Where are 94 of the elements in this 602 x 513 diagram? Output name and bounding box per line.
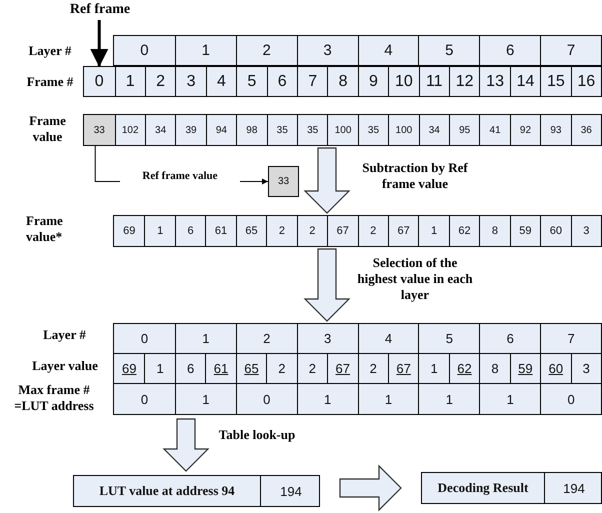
edge-label: Selection of the highest value in each layer bbox=[355, 255, 475, 303]
table-cell: 33 bbox=[84, 115, 114, 145]
table-cell: 1 bbox=[144, 216, 175, 246]
table-cell: 11 bbox=[418, 67, 449, 96]
table-row bbox=[113, 215, 602, 247]
table-cell-text: Decoding Result bbox=[436, 479, 530, 497]
row-label: Layer # bbox=[42, 327, 87, 343]
table-cell: 0 bbox=[540, 384, 601, 414]
table-cell: 14 bbox=[510, 67, 540, 96]
table-cell-text: LUT value at address 94 bbox=[98, 482, 236, 500]
result-box bbox=[73, 475, 320, 507]
table-cell: 1 bbox=[418, 216, 449, 246]
table-cell: 95 bbox=[448, 115, 480, 145]
block-arrow bbox=[304, 147, 350, 214]
table-cell: 194 bbox=[544, 473, 602, 503]
table-cell: 34 bbox=[418, 115, 449, 145]
table-cell: 194 bbox=[260, 476, 321, 506]
table-cell-text: 0 bbox=[139, 41, 150, 61]
row-label: Layer # bbox=[28, 43, 72, 59]
table-cell: 41 bbox=[479, 115, 510, 145]
table-cell: 7 bbox=[540, 36, 601, 65]
table-cell: 15 bbox=[540, 67, 571, 96]
table-cell: 34 bbox=[144, 115, 176, 145]
block-arrow bbox=[339, 464, 402, 512]
table-cell: 7 bbox=[296, 67, 328, 96]
table-cell: 6 bbox=[174, 216, 206, 246]
table-cell: 33 bbox=[268, 166, 299, 197]
table-cell: 4 bbox=[206, 67, 236, 96]
row-label: Frame value bbox=[28, 113, 67, 145]
table-cell: 10 bbox=[388, 67, 419, 96]
table-row bbox=[83, 114, 602, 146]
table-cell: 100 bbox=[388, 115, 419, 145]
table-cell: 62 bbox=[448, 216, 480, 246]
table-cell: 3 bbox=[175, 67, 206, 96]
table-cell-text: 0 bbox=[140, 390, 150, 408]
table-cell: 3 bbox=[296, 36, 358, 65]
table-cell: 2 bbox=[236, 36, 297, 65]
table-cell: 93 bbox=[540, 115, 571, 145]
row-label: Frame # bbox=[26, 74, 74, 90]
table-cell: 35 bbox=[266, 115, 297, 145]
table-cell: 2 bbox=[296, 216, 328, 246]
table-row bbox=[113, 353, 602, 384]
caption-text: Ref frame bbox=[55, 2, 145, 20]
row-label: Max frame # =LUT address bbox=[13, 382, 95, 414]
table-cell-text: 69 bbox=[120, 360, 138, 378]
table-row bbox=[113, 383, 602, 415]
table-cell: 2 bbox=[358, 216, 388, 246]
table-cell: 39 bbox=[175, 115, 206, 145]
table-cell: 8 bbox=[327, 67, 358, 96]
table-cell: 2 bbox=[144, 67, 176, 96]
table-cell-text: 69 bbox=[122, 224, 136, 239]
table-cell: 61 bbox=[205, 216, 236, 246]
table-cell: 2 bbox=[266, 216, 297, 246]
table-cell: 59 bbox=[510, 216, 540, 246]
table-cell: 0 bbox=[236, 384, 297, 414]
edge-label: Ref frame value bbox=[120, 168, 240, 184]
table-cell-text: 0 bbox=[140, 330, 150, 348]
table-cell: 67 bbox=[327, 216, 358, 246]
table-cell: 6 bbox=[266, 67, 297, 96]
table-cell: 12 bbox=[448, 67, 480, 96]
table-cell: 4 bbox=[358, 36, 418, 65]
block-arrow bbox=[162, 418, 210, 472]
table-cell: 36 bbox=[570, 115, 601, 145]
table-cell: 13 bbox=[479, 67, 510, 96]
table-cell: 98 bbox=[236, 115, 267, 145]
table-cell: 92 bbox=[510, 115, 540, 145]
table-cell: 1 bbox=[418, 384, 480, 414]
table-row bbox=[113, 35, 602, 66]
table-cell: 35 bbox=[296, 115, 328, 145]
row-label: Layer value bbox=[31, 358, 99, 374]
table-cell: 5 bbox=[418, 36, 480, 65]
table-cell: 8 bbox=[479, 216, 510, 246]
table-cell: 1 bbox=[358, 384, 418, 414]
table-cell: 1 bbox=[174, 36, 236, 65]
table-row bbox=[83, 66, 602, 97]
row-label: Frame value* bbox=[26, 213, 64, 245]
table-cell: 3 bbox=[570, 216, 601, 246]
table-cell: 94 bbox=[206, 115, 236, 145]
table-cell: 6 bbox=[479, 36, 540, 65]
table-cell: 16 bbox=[570, 67, 601, 96]
table-row bbox=[113, 323, 602, 354]
table-cell: 35 bbox=[358, 115, 388, 145]
table-cell: 60 bbox=[540, 216, 571, 246]
arrow bbox=[90, 20, 108, 67]
block-arrow bbox=[304, 248, 350, 322]
result-box bbox=[421, 472, 602, 504]
table-cell: 1 bbox=[479, 384, 540, 414]
table-cell: 1 bbox=[296, 384, 358, 414]
table-cell: 67 bbox=[388, 216, 418, 246]
table-cell: 1 bbox=[174, 384, 236, 414]
table-cell: 65 bbox=[236, 216, 266, 246]
table-cell: 100 bbox=[327, 115, 358, 145]
table-cell: 9 bbox=[358, 67, 388, 96]
table-cell: 5 bbox=[236, 67, 267, 96]
